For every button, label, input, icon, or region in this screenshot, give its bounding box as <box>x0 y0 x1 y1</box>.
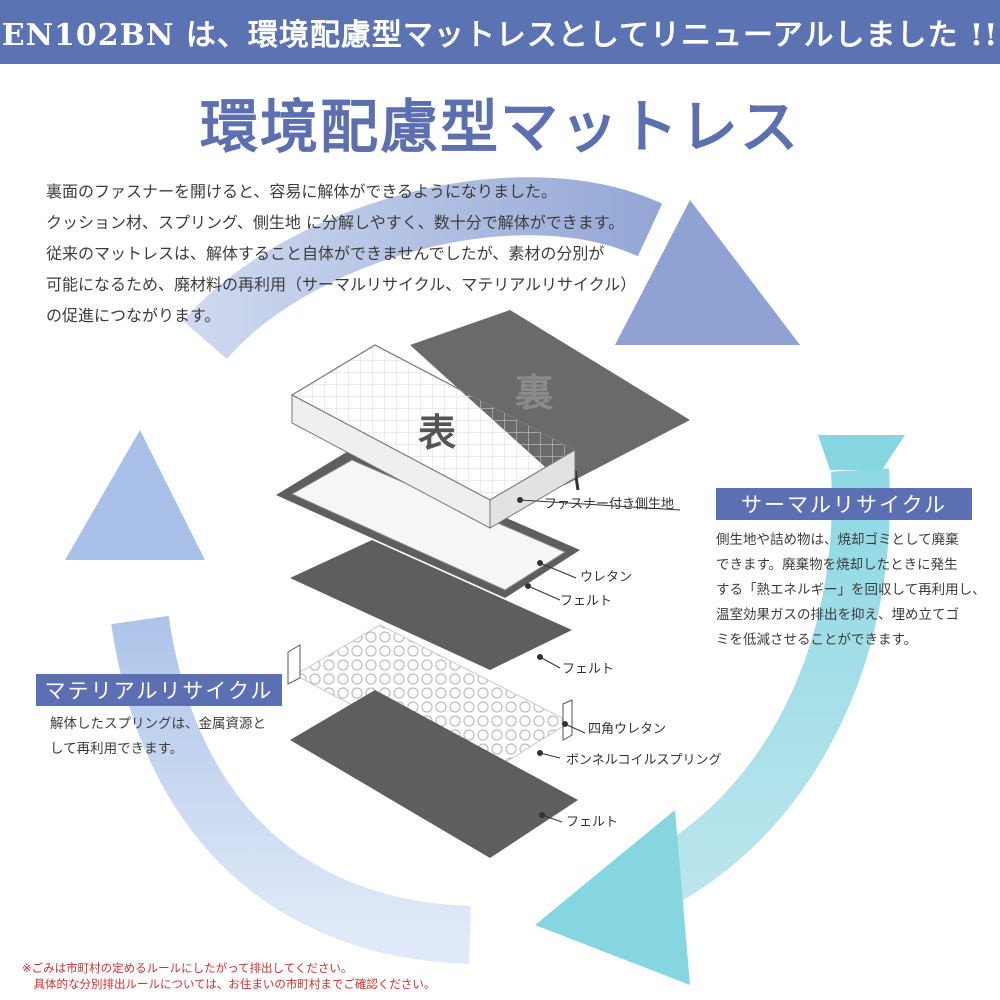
page-title: 環境配慮型マットレス <box>199 93 800 161</box>
thermal-recycle-badge: サーマルリサイクル <box>716 488 972 520</box>
intro-line: 従来のマットレスは、解体すること自体ができませんでしたが、素材の分別が <box>46 244 605 263</box>
arrow-left-head <box>65 430 205 560</box>
arrow-right-tail <box>818 435 905 470</box>
intro-line: の促進につながります。 <box>46 306 221 325</box>
intro-line: クッション材、スプリング、側生地 に分解しやすく、数十分で解体ができます。 <box>46 213 625 232</box>
back-cover <box>410 310 690 485</box>
arrow-top-head <box>615 200 800 345</box>
front-label: 表 <box>418 410 457 455</box>
layer-label-felt-3: フェルト <box>566 815 619 830</box>
header-banner: EN102BN は、環境配慮型マットレスとしてリニューアルしました !! <box>0 0 1000 64</box>
arrow-top <box>183 177 663 360</box>
disposal-note: ※ごみは市町村の定めるルールにしたがって排出してください。 具体的な分別排出ルー… <box>22 960 435 992</box>
arrow-right <box>627 468 890 917</box>
note-line: ※ごみは市町村の定めるルールにしたがって排出してください。 <box>22 961 353 975</box>
intro-text: 裏面のファスナーを開けると、容易に解体ができるようになりました。 クッション材、… <box>46 176 696 331</box>
thermal-line: ミを低減させることができます。 <box>716 632 918 648</box>
material-line: して再利用できます。 <box>50 741 184 757</box>
material-recycle-badge: マテリアルリサイクル <box>36 674 282 706</box>
thermal-line: する「熱エネルギー」を回収して再利用し、 <box>716 582 986 598</box>
square-urethane-right <box>562 699 573 741</box>
square-urethane-left <box>287 644 301 685</box>
arrow-right-head <box>535 810 690 985</box>
layer-label-square-urethane: 四角ウレタン <box>588 722 667 737</box>
felt-layer-bottom <box>290 690 578 858</box>
layer-label-fastener-cover: ファスナー付き側生地 <box>544 497 675 512</box>
thermal-line: 側生地や詰め物は、焼却ゴミとして廃棄 <box>716 532 959 548</box>
thermal-line: 温室効果ガスの排出を抑え、埋め立てゴ <box>716 607 959 623</box>
layer-label-bonnell-spring: ボンネルコイルスプリング <box>566 753 722 768</box>
note-line: 具体的な分別排出ルールについては、お住まいの市町村までご確認ください。 <box>22 977 436 991</box>
intro-line: 可能になるため、廃材料の再利用（サーマルリサイクル、マテリアルリサイクル） <box>46 275 637 294</box>
banner-text: EN102BN は、環境配慮型マットレスとしてリニューアルしました !! <box>1 18 999 53</box>
thermal-line: できます。廃棄物を焼却したときに発生 <box>716 557 958 573</box>
thermal-recycle-text: 側生地や詰め物は、焼却ゴミとして廃棄 できます。廃棄物を焼却したときに発生 する… <box>716 528 986 653</box>
layer-label-felt-1: フェルト <box>560 594 613 609</box>
mattress-side-right <box>489 449 576 529</box>
back-label: 裏 <box>515 370 554 415</box>
felt-layer-1 <box>290 540 572 670</box>
intro-line: 裏面のファスナーを開けると、容易に解体ができるようになりました。 <box>46 182 558 201</box>
layer-label-urethane: ウレタン <box>580 570 633 585</box>
layer-label-felt-2: フェルト <box>562 662 615 677</box>
material-recycle-text: 解体したスプリングは、金属資源と して再利用できます。 <box>50 712 290 762</box>
material-line: 解体したスプリングは、金属資源と <box>50 716 266 732</box>
